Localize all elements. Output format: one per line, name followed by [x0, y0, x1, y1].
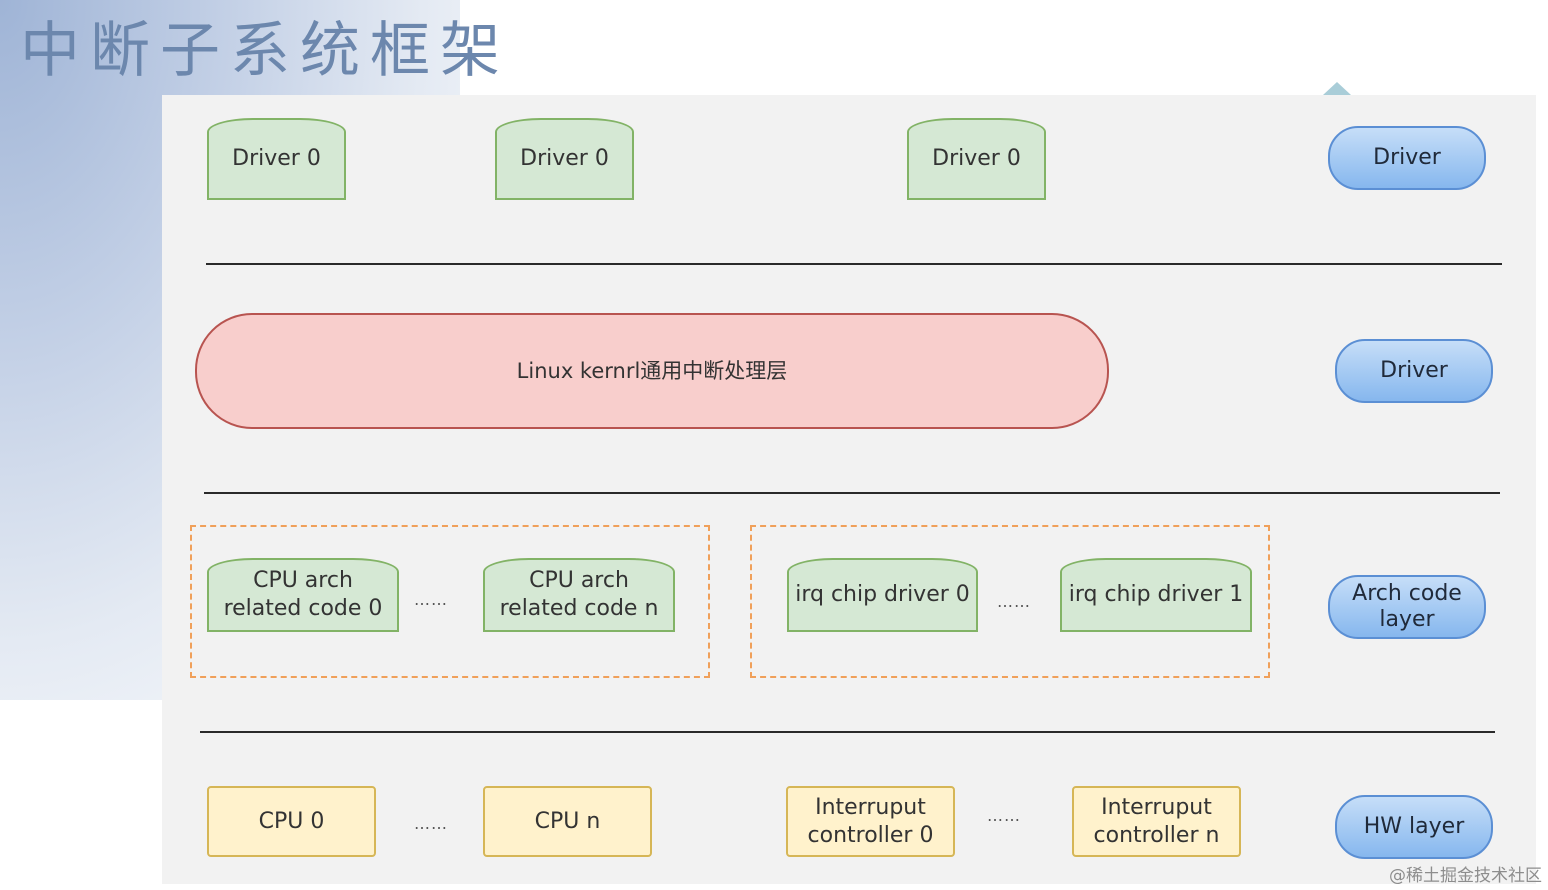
cpu-box: CPU n [483, 786, 652, 857]
cpu-arch-box: CPU arch related code n [483, 558, 675, 632]
cpu-box: CPU 0 [207, 786, 376, 857]
ellipsis: …… [997, 592, 1031, 611]
layer-label-hw: HW layer [1335, 795, 1493, 859]
driver-box: Driver 0 [207, 118, 346, 200]
ellipsis: …… [414, 814, 448, 833]
kernel-generic-layer: Linux kernrl通用中断处理层 [195, 313, 1109, 429]
cpu-arch-box: CPU arch related code 0 [207, 558, 399, 632]
layer-label-arch: Arch code layer [1328, 575, 1486, 639]
irq-chip-box: irq chip driver 1 [1060, 558, 1252, 632]
interrupt-controller-box: Interruput controller 0 [786, 786, 955, 857]
layer-divider [206, 263, 1502, 265]
cpu-arch-group [190, 525, 710, 678]
page-title: 中断子系统框架 [20, 16, 510, 86]
layer-label-driver-2: Driver [1335, 339, 1493, 403]
interrupt-controller-box: Interruput controller n [1072, 786, 1241, 857]
irq-chip-box: irq chip driver 0 [787, 558, 978, 632]
driver-box: Driver 0 [907, 118, 1046, 200]
watermark: @稀土掘金技术社区 [1389, 866, 1542, 886]
ellipsis: …… [414, 590, 448, 609]
layer-label-driver: Driver [1328, 126, 1486, 190]
panel-marker-triangle [1323, 82, 1351, 95]
irq-chip-group [750, 525, 1270, 678]
layer-divider [200, 731, 1495, 733]
diagram-panel [162, 95, 1536, 884]
driver-box: Driver 0 [495, 118, 634, 200]
ellipsis: …… [987, 806, 1021, 825]
layer-divider [204, 492, 1500, 494]
